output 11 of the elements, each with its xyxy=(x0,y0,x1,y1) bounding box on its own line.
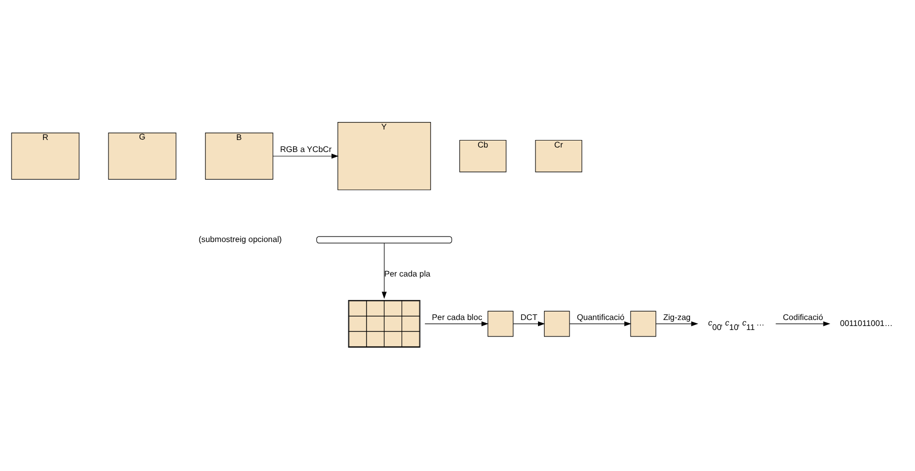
node-brace xyxy=(316,236,452,243)
arrow xyxy=(775,320,830,326)
node-box xyxy=(544,310,570,336)
node-box xyxy=(488,310,514,336)
node-box xyxy=(630,310,656,336)
arrow xyxy=(513,320,546,326)
arrow xyxy=(569,320,632,326)
arrow xyxy=(272,153,339,158)
arrow xyxy=(424,320,489,326)
arrow xyxy=(382,242,387,298)
arrow xyxy=(656,320,698,326)
